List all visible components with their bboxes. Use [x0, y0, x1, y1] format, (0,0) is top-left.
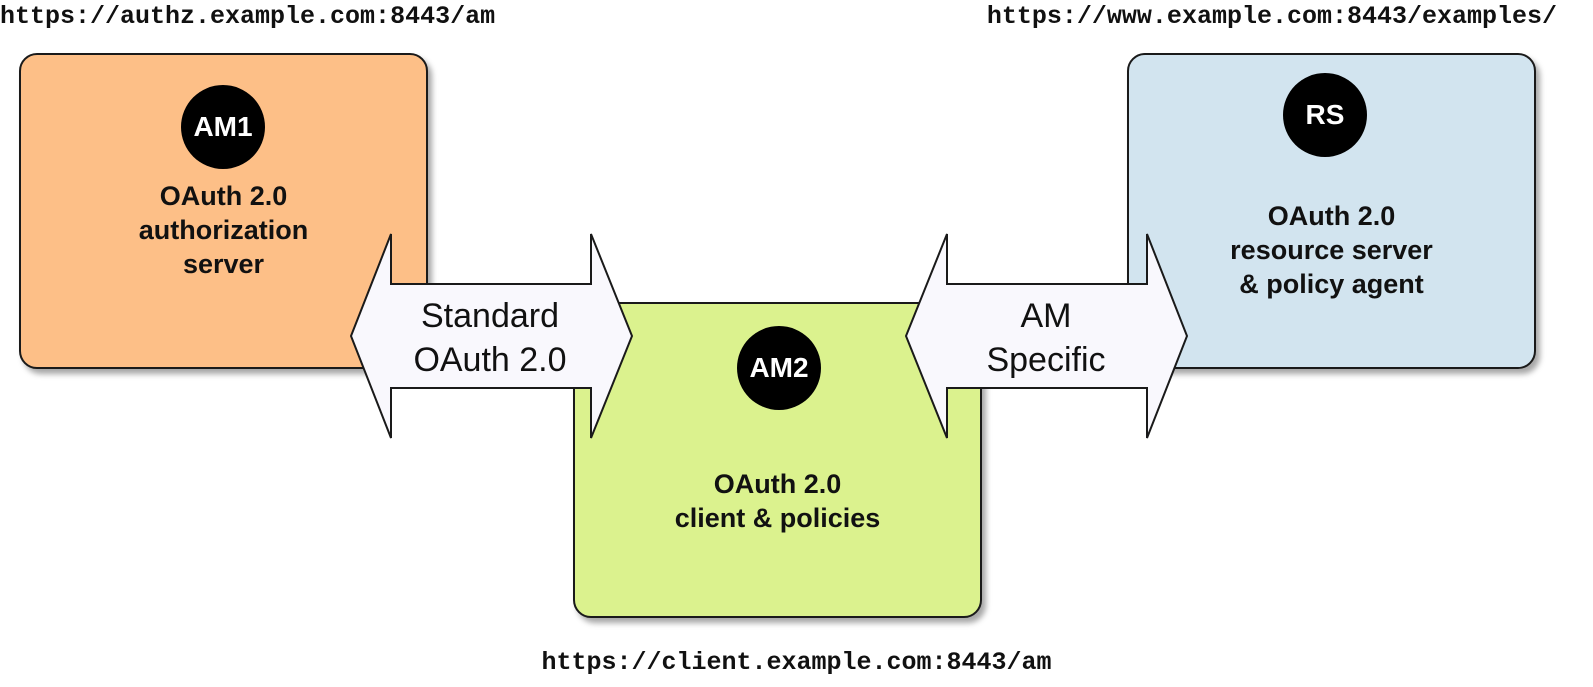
- standard-oauth-label-line: OAuth 2.0: [413, 341, 567, 379]
- authorization-server-url: https://authz.example.com:8443/am: [0, 2, 496, 31]
- am-specific-label-line: AM: [1020, 297, 1072, 335]
- resource-server-box: RS OAuth 2.0 resource server & policy ag…: [1127, 53, 1536, 369]
- client-url: https://client.example.com:8443/am: [541, 648, 1052, 677]
- resource-server-label-line: & policy agent: [1239, 269, 1424, 299]
- client-label-line: client & policies: [674, 503, 881, 533]
- standard-oauth-label: Standard OAuth 2.0: [390, 294, 590, 382]
- authorization-server-label-line: authorization: [138, 215, 309, 245]
- client-label: OAuth 2.0 client & policies: [575, 467, 980, 535]
- am-specific-label-line: Specific: [986, 341, 1106, 379]
- authorization-server-label: OAuth 2.0 authorization server: [21, 179, 426, 281]
- rs-badge: RS: [1283, 73, 1367, 157]
- authorization-server-label-line: OAuth 2.0: [159, 181, 288, 211]
- resource-server-url: https://www.example.com:8443/examples/: [986, 2, 1557, 31]
- resource-server-label-line: OAuth 2.0: [1267, 201, 1396, 231]
- am2-badge: AM2: [737, 326, 821, 410]
- client-box: AM2 OAuth 2.0 client & policies: [573, 302, 982, 618]
- authorization-server-label-line: server: [182, 249, 265, 279]
- standard-oauth-label-line: Standard: [421, 297, 559, 335]
- am-specific-label: AM Specific: [946, 294, 1146, 382]
- resource-server-label-line: resource server: [1230, 235, 1433, 265]
- resource-server-label: OAuth 2.0 resource server & policy agent: [1129, 199, 1534, 301]
- am1-badge: AM1: [181, 85, 265, 169]
- client-label-line: OAuth 2.0: [713, 469, 842, 499]
- authorization-server-box: AM1 OAuth 2.0 authorization server: [19, 53, 428, 369]
